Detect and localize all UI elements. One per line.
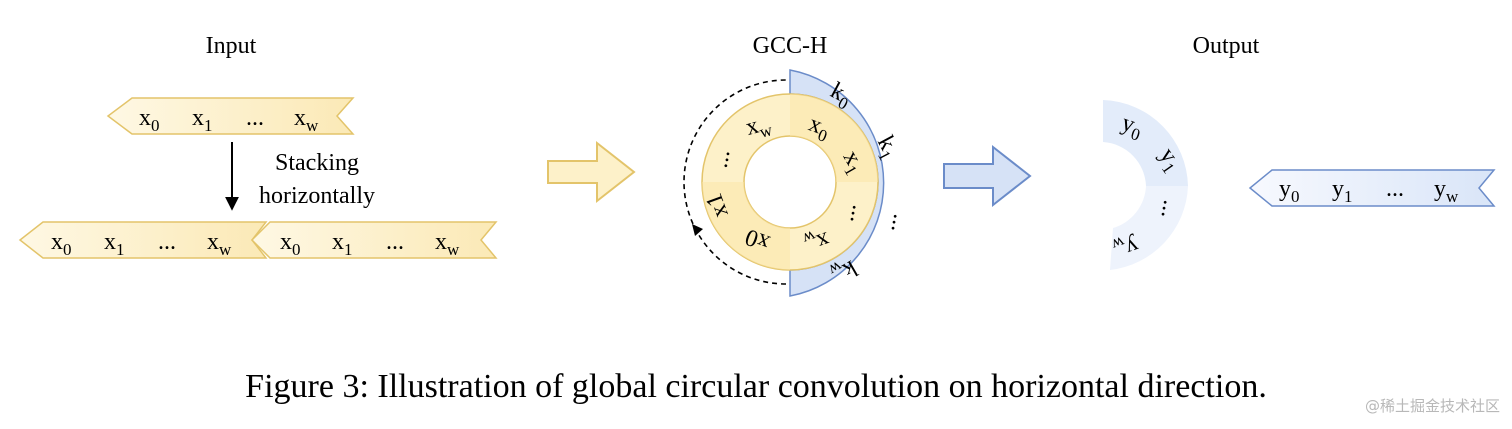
input-ellipsis: ...: [246, 105, 264, 131]
ring-ellipsis-left: ...: [707, 148, 736, 170]
figure-caption: Figure 3: Illustration of global circula…: [245, 368, 1267, 405]
stacked-x1-b: x1: [332, 229, 353, 259]
gcc-label: GCC-H: [753, 33, 828, 59]
output-yw: yw: [1434, 176, 1459, 206]
stacked-x0-b: x0: [280, 229, 301, 259]
ring-ellipsis-right: ...: [845, 203, 874, 225]
kernel-ellipsis: ...: [886, 212, 915, 234]
rotation-arrowhead: [692, 224, 703, 236]
gcc-ring: [683, 69, 885, 297]
flow-arrow-2: [943, 144, 1032, 208]
input-ribbon-top: x0 x1 ... xw: [106, 97, 355, 135]
input-ribbon-stacked: x0 x1 ... xw x0 x1 ... xw: [18, 221, 498, 259]
output-y1: y1: [1332, 176, 1353, 206]
input-x0: x0: [139, 105, 160, 135]
stacked-x0-a: x0: [51, 229, 72, 259]
input-label: Input: [206, 33, 257, 59]
stacking-label-line1: Stacking: [275, 150, 359, 176]
output-arc-ellipsis: ...: [1156, 198, 1185, 220]
stacked-ellipsis-b: ...: [386, 229, 404, 255]
watermark: @稀土掘金技术社区: [1365, 397, 1500, 415]
output-label: Output: [1193, 33, 1260, 59]
stacked-ellipsis-a: ...: [158, 229, 176, 255]
flow-arrow-1: [547, 140, 636, 204]
stacking-label-line2: horizontally: [259, 183, 375, 209]
output-ellipsis: ...: [1386, 176, 1404, 202]
output-ribbon: y0 y1 ... yw: [1248, 169, 1496, 207]
rotation-arrow: [683, 79, 787, 285]
stacked-xw-b: xw: [435, 229, 460, 259]
stacked-xw-a: xw: [207, 229, 232, 259]
input-x1: x1: [192, 105, 213, 135]
output-arc: [1103, 100, 1188, 270]
output-y0: y0: [1279, 176, 1300, 206]
stacked-x1-a: x1: [104, 229, 125, 259]
input-xw: xw: [294, 105, 319, 135]
